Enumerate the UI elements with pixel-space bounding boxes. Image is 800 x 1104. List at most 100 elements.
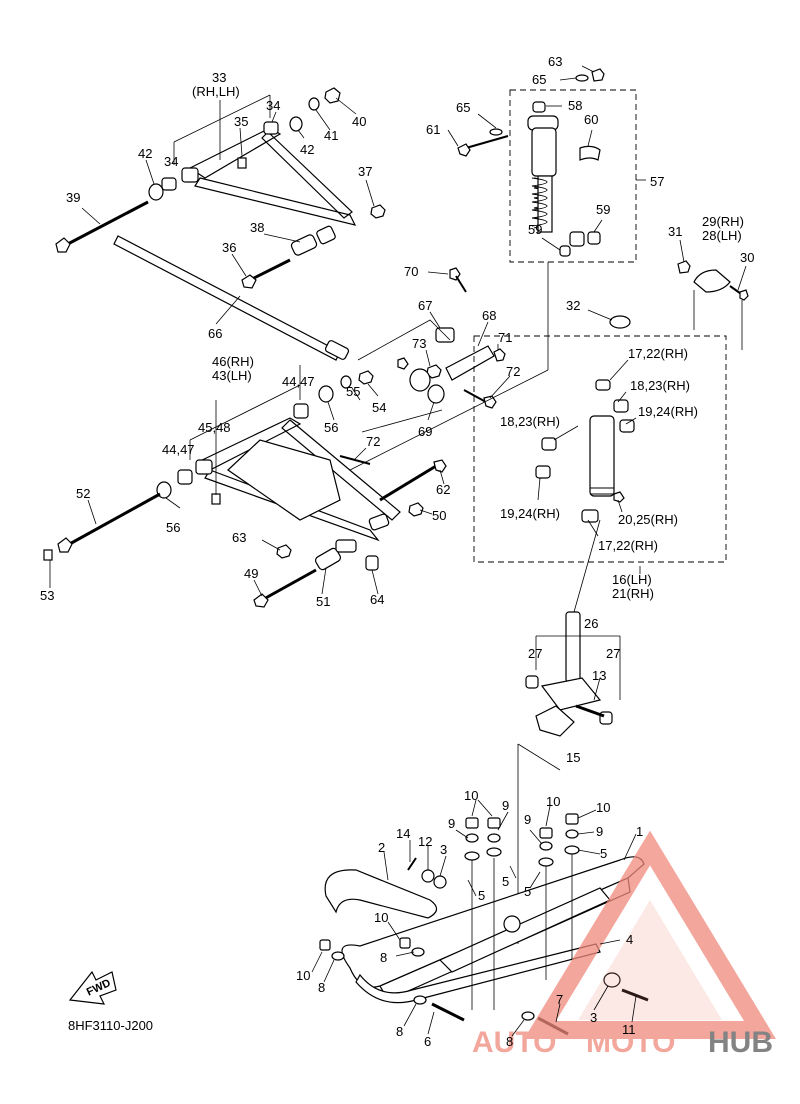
nut-37 xyxy=(370,204,386,219)
label-56b: 56 xyxy=(166,520,180,535)
collar-59c xyxy=(559,245,571,257)
label-42b: 42 xyxy=(300,142,314,157)
bolt-61 xyxy=(457,143,471,157)
label-11: 11 xyxy=(622,1022,636,1037)
label-59b: 59 xyxy=(528,222,542,237)
bolt-39 xyxy=(55,237,71,253)
label-62: 62 xyxy=(436,482,450,497)
label-29: 29(RH) xyxy=(702,214,744,229)
label-71: 71 xyxy=(498,330,512,345)
bushing-38 xyxy=(290,234,318,256)
label-64: 64 xyxy=(370,592,384,607)
bushing-50-side xyxy=(368,513,390,531)
ski-pivot xyxy=(503,915,521,933)
label-10c: 10 xyxy=(596,800,610,815)
watermark-triangle-icon xyxy=(524,830,776,1039)
label-20-25: 20,25(RH) xyxy=(618,512,678,527)
spacer-51 xyxy=(314,547,342,571)
label-49: 49 xyxy=(244,566,258,581)
bolt-36 xyxy=(241,274,257,289)
bushing-44-b xyxy=(177,469,193,485)
watermark-moto: MOTO xyxy=(586,1026,675,1059)
label-72a: 72 xyxy=(506,364,520,379)
stopper-15 xyxy=(535,705,575,737)
washer-5a xyxy=(464,851,480,861)
washer-65a xyxy=(575,74,589,82)
link-69 xyxy=(427,384,445,404)
label-65b: 65 xyxy=(456,100,470,115)
shaft-26 xyxy=(565,611,581,683)
washer-56b xyxy=(156,481,172,499)
label-27a: 27 xyxy=(528,646,542,661)
bolt-72a xyxy=(483,395,497,409)
bushing-18b xyxy=(541,437,557,451)
lower-a-arm-group xyxy=(43,365,447,608)
bushing-69-a xyxy=(409,368,431,392)
label-73: 73 xyxy=(412,336,426,351)
label-26: 26 xyxy=(584,616,598,631)
label-63b: 63 xyxy=(548,54,562,69)
label-34a: 34 xyxy=(164,154,178,169)
washer-9c xyxy=(539,841,553,851)
label-5c: 5 xyxy=(478,888,485,903)
label-72b: 72 xyxy=(366,434,380,449)
nut-10c xyxy=(539,827,553,839)
label-18-23b: 18,23(RH) xyxy=(500,414,560,429)
nut-63a xyxy=(276,544,292,559)
diagram-code: 8HF3110-J200 xyxy=(68,1018,153,1033)
bolt-49 xyxy=(253,593,269,608)
label-18-23a: 18,23(RH) xyxy=(630,378,690,393)
washer-5d xyxy=(564,845,580,855)
nut-31 xyxy=(677,260,691,274)
bolt-62 xyxy=(433,459,447,473)
nut-73-b xyxy=(397,357,409,370)
spindle-group xyxy=(473,260,749,613)
nut-10b xyxy=(487,817,501,829)
fwd-arrow-icon xyxy=(68,970,117,1005)
label-68: 68 xyxy=(482,308,496,323)
bushing-34b xyxy=(263,121,279,135)
label-8a: 8 xyxy=(380,950,387,965)
label-56a: 56 xyxy=(324,420,338,435)
linkage-group xyxy=(357,267,506,433)
washer-9d xyxy=(565,829,579,839)
nut-10d xyxy=(565,813,579,825)
label-8d: 8 xyxy=(506,1034,513,1049)
washer-55 xyxy=(340,375,352,389)
fwd-arrow: FWD xyxy=(68,970,117,1005)
nut-50 xyxy=(408,502,424,517)
label-17-22a: 17,22(RH) xyxy=(628,346,688,361)
label-58: 58 xyxy=(568,98,582,113)
ski-group xyxy=(319,813,649,1036)
label-55: 55 xyxy=(346,384,360,399)
label-41: 41 xyxy=(324,128,338,143)
label-9b: 9 xyxy=(448,816,455,831)
label-17-22b: 17,22(RH) xyxy=(598,538,658,553)
upper-a-arm-group xyxy=(55,87,386,361)
label-35: 35 xyxy=(234,114,248,129)
label-57: 57 xyxy=(650,174,664,189)
nut-10e xyxy=(399,937,411,949)
leader-lines xyxy=(49,65,747,1037)
ski-column-group xyxy=(517,611,621,944)
label-10d: 10 xyxy=(374,910,388,925)
label-67: 67 xyxy=(418,298,432,313)
label-70: 70 xyxy=(404,264,418,279)
label-60: 60 xyxy=(584,112,598,127)
label-12: 12 xyxy=(418,834,432,849)
grease-fitting-35 xyxy=(237,157,247,169)
bushing-12 xyxy=(421,869,435,883)
nut-54 xyxy=(358,370,374,385)
label-9d: 9 xyxy=(596,824,603,839)
bracket-26 xyxy=(540,677,602,711)
bushing-44-c xyxy=(293,403,309,419)
label-38: 38 xyxy=(250,220,264,235)
grease-fitting-45 xyxy=(211,493,221,505)
label-46: 46(RH) xyxy=(212,354,254,369)
label-44-47a: 44,47 xyxy=(282,374,315,389)
label-1: 1 xyxy=(636,824,643,839)
collar-64 xyxy=(365,555,379,571)
nut-10f xyxy=(319,939,331,951)
label-33: 33 xyxy=(212,70,226,85)
a-arm-46-web xyxy=(227,439,341,521)
